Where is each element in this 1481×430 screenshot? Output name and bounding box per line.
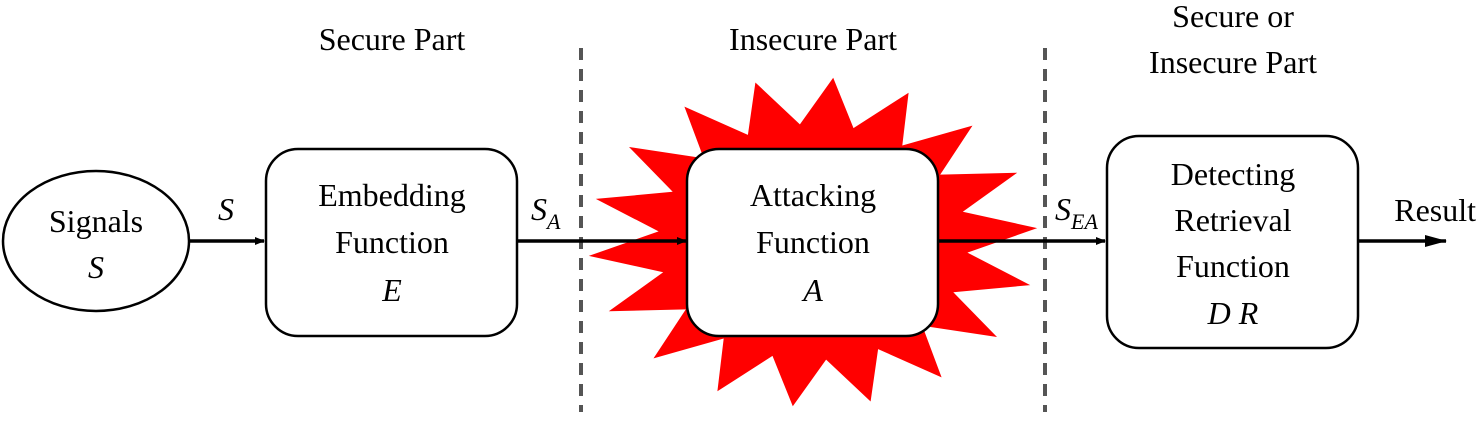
detecting-symbol: D R bbox=[1207, 295, 1259, 331]
edge-label-sa: SA bbox=[531, 191, 561, 234]
edge-label-s: S bbox=[218, 191, 234, 227]
signals-label: Signals bbox=[49, 203, 143, 239]
embedding-label-line1: Embedding bbox=[318, 177, 466, 213]
detecting-label-line1: Detecting bbox=[1171, 156, 1295, 192]
secure-part-label: Secure Part bbox=[319, 21, 466, 57]
edge-label-result: Result bbox=[1394, 192, 1476, 228]
insecure-part-label: Insecure Part bbox=[729, 21, 897, 57]
detecting-label-line3: Function bbox=[1176, 248, 1290, 284]
signals-node bbox=[1, 169, 191, 313]
secure-or-label-line2: Insecure Part bbox=[1149, 44, 1317, 80]
edge-label-sa-base: S bbox=[531, 191, 547, 227]
edge-label-sa-subscript: A bbox=[545, 209, 561, 234]
attacking-label-line2: Function bbox=[756, 224, 870, 260]
secure-or-label-line1: Secure or bbox=[1172, 0, 1294, 34]
edge-label-sea-subscript: EA bbox=[1070, 209, 1098, 234]
edge-label-sea-base: S bbox=[1055, 191, 1071, 227]
signals-symbol: S bbox=[88, 249, 104, 285]
detecting-label-line2: Retrieval bbox=[1174, 202, 1291, 238]
edge-label-sea: SEA bbox=[1055, 191, 1098, 234]
embedding-symbol: E bbox=[381, 272, 402, 308]
attacking-symbol: A bbox=[801, 272, 823, 308]
embedding-label-line2: Function bbox=[335, 224, 449, 260]
attacking-label-line1: Attacking bbox=[750, 177, 876, 213]
